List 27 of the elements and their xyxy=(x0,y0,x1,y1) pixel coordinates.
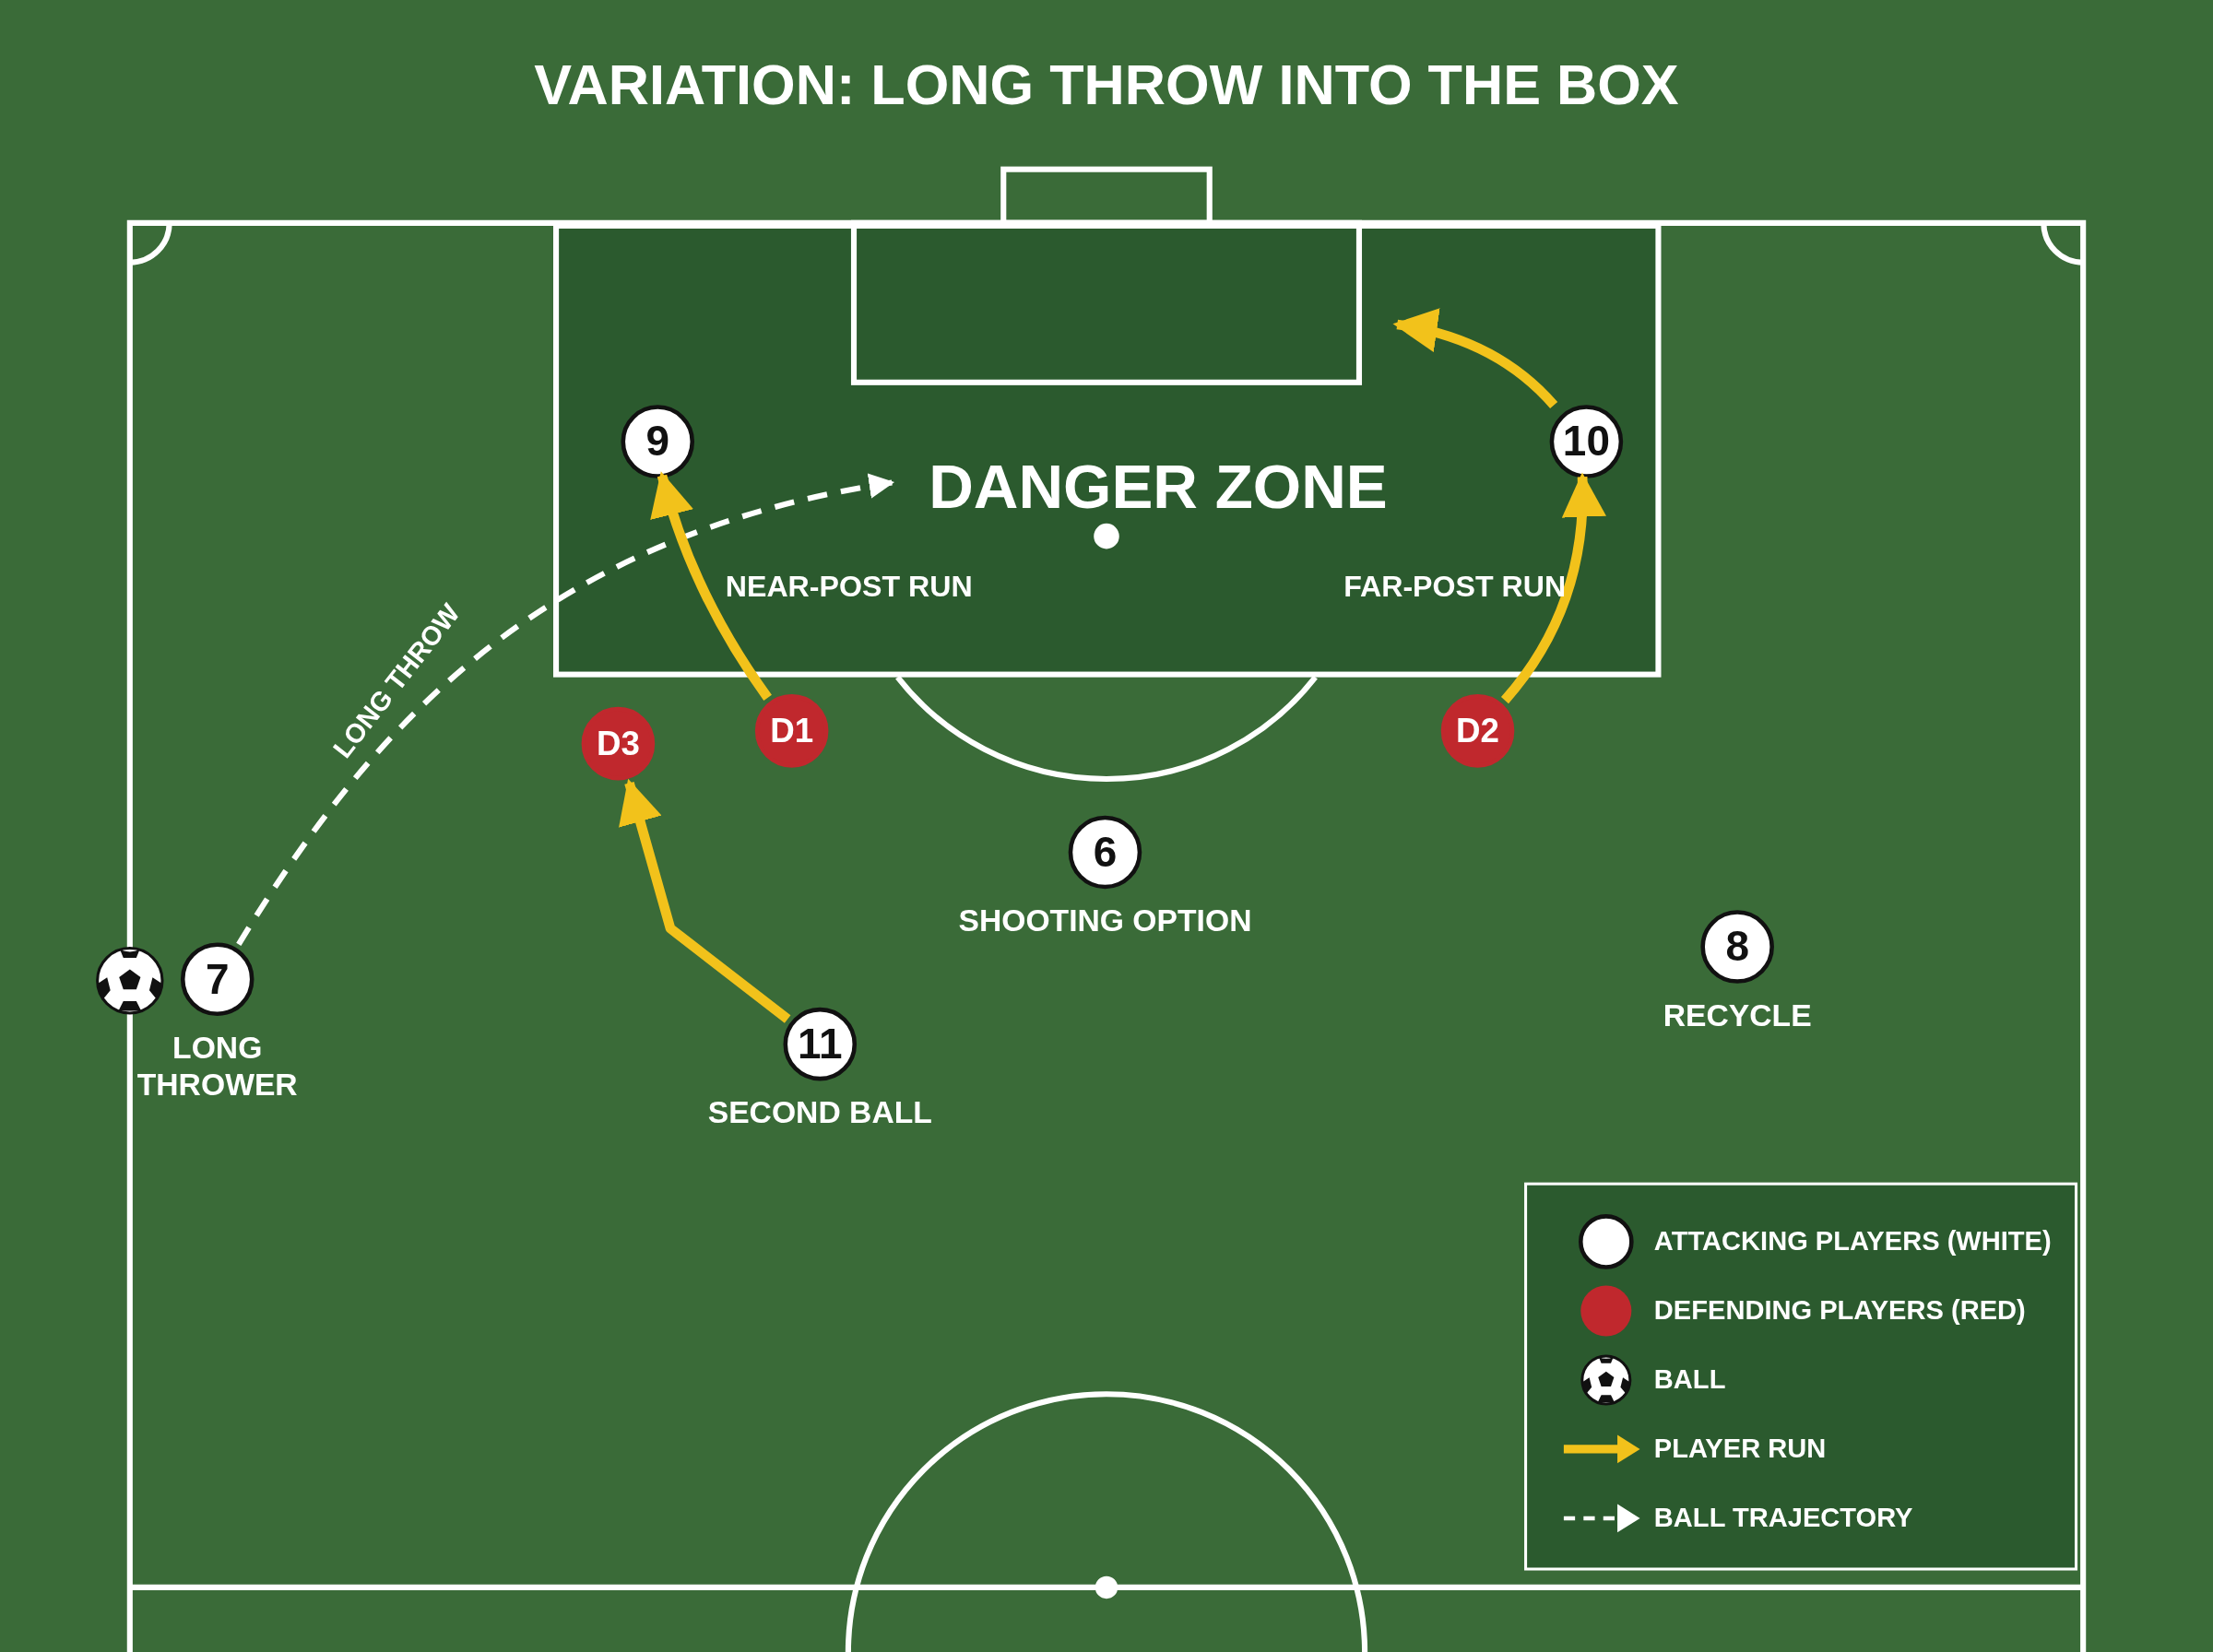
legend-label: PLAYER RUN xyxy=(1653,1434,1827,1465)
ball-trajectory-arrow xyxy=(236,474,895,946)
diagram-title: VARIATION: LONG THROW INTO THE BOX xyxy=(533,53,1680,118)
legend-label: DEFENDING PLAYERS (RED) xyxy=(1653,1295,2026,1327)
legend-label: BALL xyxy=(1653,1364,1726,1396)
player-run-arrow xyxy=(1392,309,1558,409)
defender-marker: D1 xyxy=(754,694,829,768)
player-role-label: LONG THROWER xyxy=(136,1030,299,1103)
legend-label: ATTACKING PLAYERS (WHITE) xyxy=(1653,1226,2052,1257)
defender-marker: D2 xyxy=(1440,694,1515,768)
defender-marker: D3 xyxy=(581,706,656,781)
player-role-label: SECOND BALL xyxy=(706,1094,933,1132)
player-role-label: SHOOTING OPTION xyxy=(957,903,1253,940)
player-role-label: RECYCLE xyxy=(1662,997,1813,1034)
attacker-marker: 9 xyxy=(621,405,695,478)
player-run-arrow xyxy=(619,778,791,1023)
attacker-marker: 11 xyxy=(783,1007,858,1081)
attacker-marker: 7 xyxy=(180,942,254,1017)
attacker-marker: 6 xyxy=(1068,815,1142,890)
attacker-marker: 8 xyxy=(1700,910,1774,984)
zone-label: DANGER ZONE xyxy=(929,451,1388,523)
legend-label: BALL TRAJECTORY xyxy=(1653,1503,1913,1534)
player-run-arrow xyxy=(1500,472,1605,704)
attacker-marker: 10 xyxy=(1549,405,1624,478)
edge-label: FAR-POST RUN xyxy=(1343,570,1567,605)
edge-label: NEAR-POST RUN xyxy=(725,570,973,605)
player-run-arrow xyxy=(651,471,772,701)
